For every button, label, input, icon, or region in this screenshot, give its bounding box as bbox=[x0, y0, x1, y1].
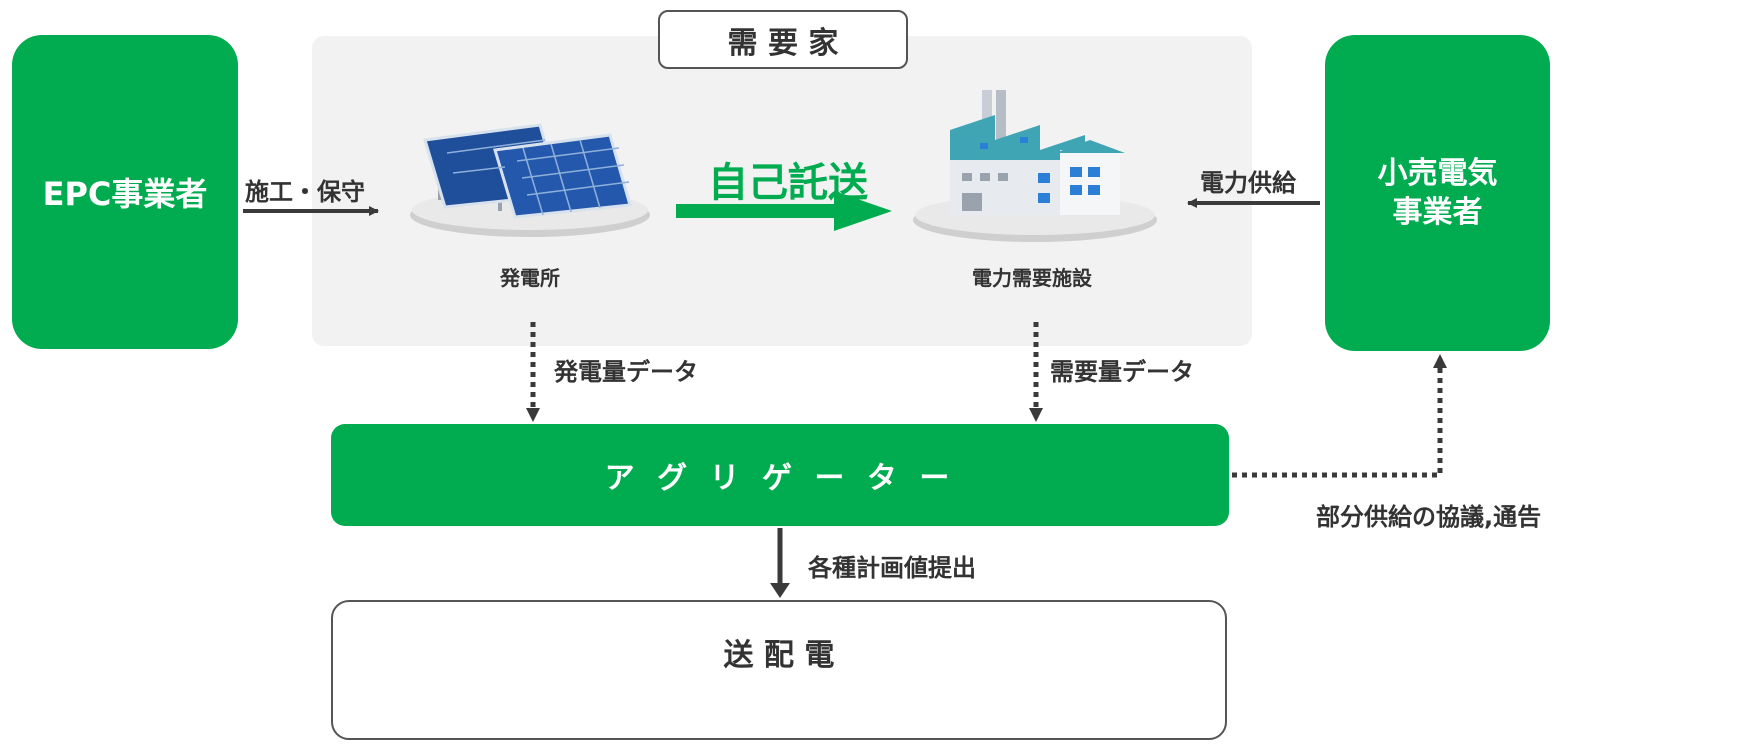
epc-label: EPC事業者 bbox=[42, 175, 208, 213]
customer-title: 需 要 家 bbox=[658, 10, 908, 69]
retailer-box: 小売電気 事業者 bbox=[1325, 35, 1550, 351]
power-supply-label: 電力供給 bbox=[1200, 169, 1296, 197]
self-wheeling-label: 自己託送 bbox=[708, 160, 868, 206]
retailer-label-line1: 小売電気 bbox=[1377, 156, 1498, 191]
facility-label: 電力需要施設 bbox=[972, 266, 1092, 290]
transmission-box: 送 配 電 bbox=[331, 600, 1227, 740]
power-plant-label: 発電所 bbox=[500, 266, 560, 290]
transmission-label: 送 配 電 bbox=[723, 638, 835, 673]
demand-data-label: 需要量データ bbox=[1050, 358, 1194, 386]
partial-supply-arrow bbox=[1232, 366, 1443, 478]
customer-title-text: 需 要 家 bbox=[727, 25, 839, 61]
aggregator-box: ア グ リ ゲ ー タ ー bbox=[331, 424, 1229, 526]
factory-icon bbox=[913, 90, 1157, 242]
plans-label: 各種計画値提出 bbox=[808, 554, 976, 582]
aggregator-label: ア グ リ ゲ ー タ ー bbox=[604, 461, 956, 496]
construction-label: 施工・保守 bbox=[245, 178, 365, 206]
self-wheeling-arrow bbox=[676, 191, 892, 231]
retailer-label-line2: 事業者 bbox=[1392, 195, 1483, 230]
solar-panel-icon bbox=[410, 123, 650, 237]
partial-supply-label: 部分供給の協議,通告 bbox=[1316, 503, 1542, 531]
epc-box: EPC事業者 bbox=[12, 35, 238, 349]
generation-data-label: 発電量データ bbox=[554, 358, 698, 386]
